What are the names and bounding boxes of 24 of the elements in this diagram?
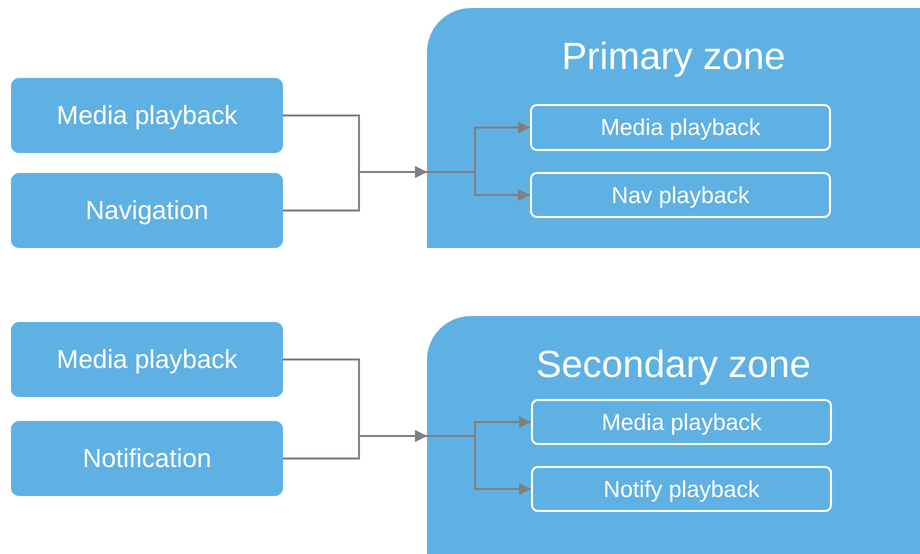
node-label: Navigation — [86, 195, 208, 226]
source-box — [11, 173, 283, 248]
node-label: Media playback — [602, 408, 762, 436]
playback-box — [530, 104, 831, 151]
source-box — [11, 78, 283, 153]
source-box — [11, 421, 283, 496]
node-label: Notification — [82, 443, 212, 474]
node-label: Media playback — [56, 100, 238, 131]
connector-arrow — [283, 430, 427, 460]
zone-title: Secondary zone — [535, 344, 812, 387]
node-label: Notify playback — [604, 476, 760, 502]
playback-box — [531, 466, 832, 512]
playback-box — [530, 172, 831, 218]
connector-arrow — [283, 166, 427, 212]
source-box — [11, 322, 283, 397]
connector-arrow — [427, 171, 530, 201]
zone-container — [427, 8, 920, 248]
playback-box — [531, 399, 832, 445]
zone-container — [427, 316, 920, 554]
connector-arrow — [427, 435, 531, 495]
node-label: Media playback — [56, 344, 238, 375]
zone-title: Primary zone — [560, 36, 786, 79]
node-label: Media playback — [600, 114, 760, 141]
node-label: Nav playback — [611, 182, 750, 208]
